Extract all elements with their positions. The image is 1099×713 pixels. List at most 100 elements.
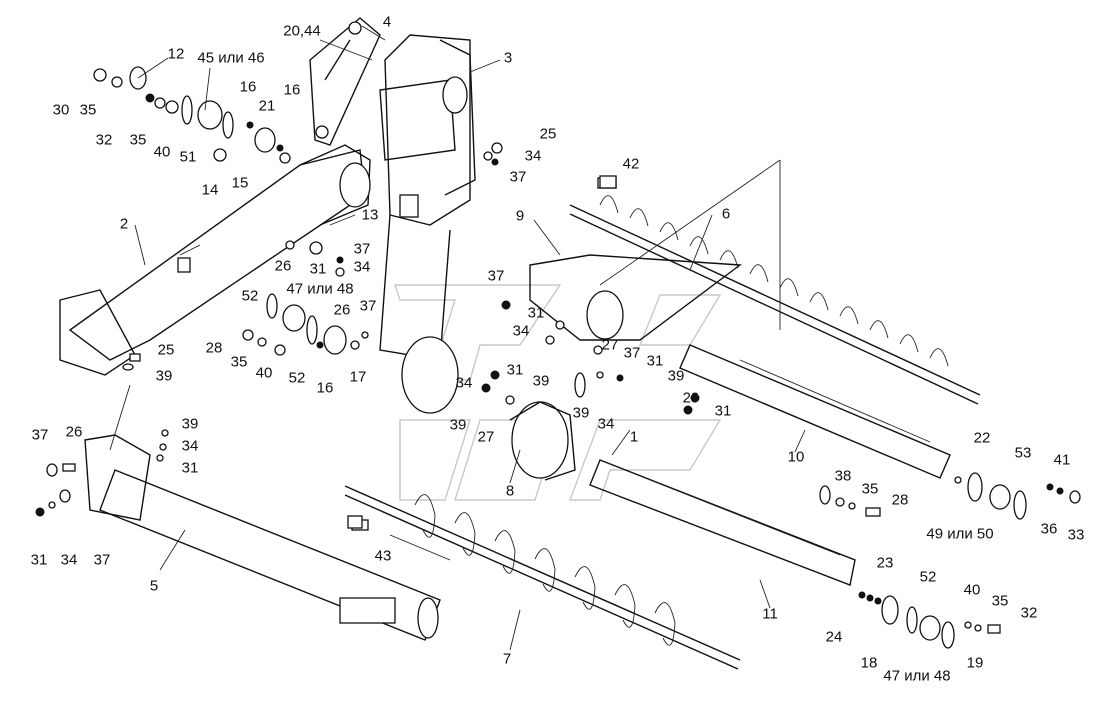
callout-27: 27 [477, 428, 495, 446]
callout-23: 23 [876, 554, 894, 572]
callout-40: 40 [963, 581, 981, 599]
callout-47-or-48: 47 или 48 [286, 280, 354, 298]
callout-39: 39 [572, 404, 590, 422]
part-3-vertical-housing [379, 34, 476, 361]
callout-31: 31 [527, 304, 545, 322]
callout-37: 37 [93, 551, 111, 569]
callout-51: 51 [179, 148, 197, 166]
callout-37: 37 [509, 168, 527, 186]
leader-lines [109, 25, 806, 651]
callout-47-or-48: 47 или 48 [883, 667, 951, 685]
callout-8: 8 [505, 482, 515, 500]
callout-20-44: 20,44 [283, 22, 321, 40]
callout-3: 3 [503, 49, 513, 67]
callout-35: 35 [230, 353, 248, 371]
callout-28: 28 [205, 339, 223, 357]
callout-52: 52 [241, 287, 259, 305]
callout-40: 40 [153, 143, 171, 161]
callout-4: 4 [382, 13, 392, 31]
callout-49-or-50: 49 или 50 [926, 525, 994, 543]
callout-31: 31 [30, 551, 48, 569]
callout-15: 15 [231, 174, 249, 192]
part-8-drum [401, 336, 576, 481]
callout-5: 5 [149, 577, 159, 595]
callout-37: 37 [623, 344, 641, 362]
callout-38: 38 [834, 467, 852, 485]
callout-31: 31 [646, 352, 664, 370]
callout-34: 34 [181, 437, 199, 455]
callout-12: 12 [167, 45, 185, 63]
callout-31: 31 [714, 402, 732, 420]
callout-2: 2 [119, 215, 129, 233]
callout-26: 26 [65, 423, 83, 441]
callout-52: 52 [288, 369, 306, 387]
callout-33: 33 [1067, 526, 1085, 544]
callout-37: 37 [487, 267, 505, 285]
callout-34: 34 [353, 258, 371, 276]
callout-43: 43 [374, 547, 392, 565]
part-7-auger [344, 485, 741, 670]
callout-42: 42 [622, 155, 640, 173]
callout-19: 19 [966, 654, 984, 672]
callout-11: 11 [762, 605, 778, 623]
callout-37: 37 [359, 297, 377, 315]
part-10-trough [679, 344, 951, 479]
callout-26: 26 [333, 301, 351, 319]
callout-34: 34 [455, 374, 473, 392]
callout-17: 17 [349, 368, 367, 386]
callout-34: 34 [512, 322, 530, 340]
callout-25: 25 [539, 125, 557, 143]
callout-41: 41 [1053, 451, 1071, 469]
callout-39: 39 [155, 367, 173, 385]
callout-31: 31 [181, 459, 199, 477]
callout-40: 40 [255, 364, 273, 382]
callout-31: 31 [506, 361, 524, 379]
part-4-arm [309, 17, 381, 146]
part-5-lower-tube [84, 434, 441, 641]
callout-16: 16 [283, 81, 301, 99]
part-2-upper-tube [59, 144, 371, 376]
callout-1: 1 [629, 428, 639, 446]
callout-39: 39 [449, 416, 467, 434]
callout-35: 35 [991, 592, 1009, 610]
callout-35: 35 [129, 131, 147, 149]
callout-16: 16 [239, 78, 257, 96]
callout-45-or-46: 45 или 46 [197, 49, 265, 67]
part-6-auger [569, 177, 981, 405]
callout-26: 26 [274, 257, 292, 275]
callout-34: 34 [524, 147, 542, 165]
callout-10: 10 [787, 448, 805, 466]
callout-29: 29 [682, 389, 700, 407]
callout-52: 52 [919, 568, 937, 586]
callout-53: 53 [1014, 444, 1032, 462]
fasteners [35, 66, 1081, 649]
callout-25: 25 [157, 341, 175, 359]
callout-22: 22 [973, 429, 991, 447]
callout-18: 18 [860, 654, 878, 672]
callout-32: 32 [95, 131, 113, 149]
callout-16: 16 [316, 379, 334, 397]
callout-9: 9 [515, 207, 525, 225]
callout-27: 27 [601, 336, 619, 354]
callout-6: 6 [721, 205, 731, 223]
callout-24: 24 [825, 628, 843, 646]
callout-30: 30 [52, 101, 70, 119]
callout-39: 39 [667, 367, 685, 385]
callout-35: 35 [861, 480, 879, 498]
callout-32: 32 [1020, 604, 1038, 622]
part-9-housing [529, 254, 742, 341]
callout-35: 35 [79, 101, 97, 119]
callout-34: 34 [597, 415, 615, 433]
callout-34: 34 [60, 551, 78, 569]
callout-21: 21 [258, 97, 276, 115]
callout-14: 14 [201, 181, 219, 199]
callout-37: 37 [31, 426, 49, 444]
callout-39: 39 [532, 372, 550, 390]
callout-28: 28 [891, 491, 909, 509]
callout-39: 39 [181, 415, 199, 433]
callout-7: 7 [502, 650, 512, 668]
callout-36: 36 [1040, 520, 1058, 538]
part-11-trough [589, 459, 856, 586]
callout-37: 37 [353, 240, 371, 258]
